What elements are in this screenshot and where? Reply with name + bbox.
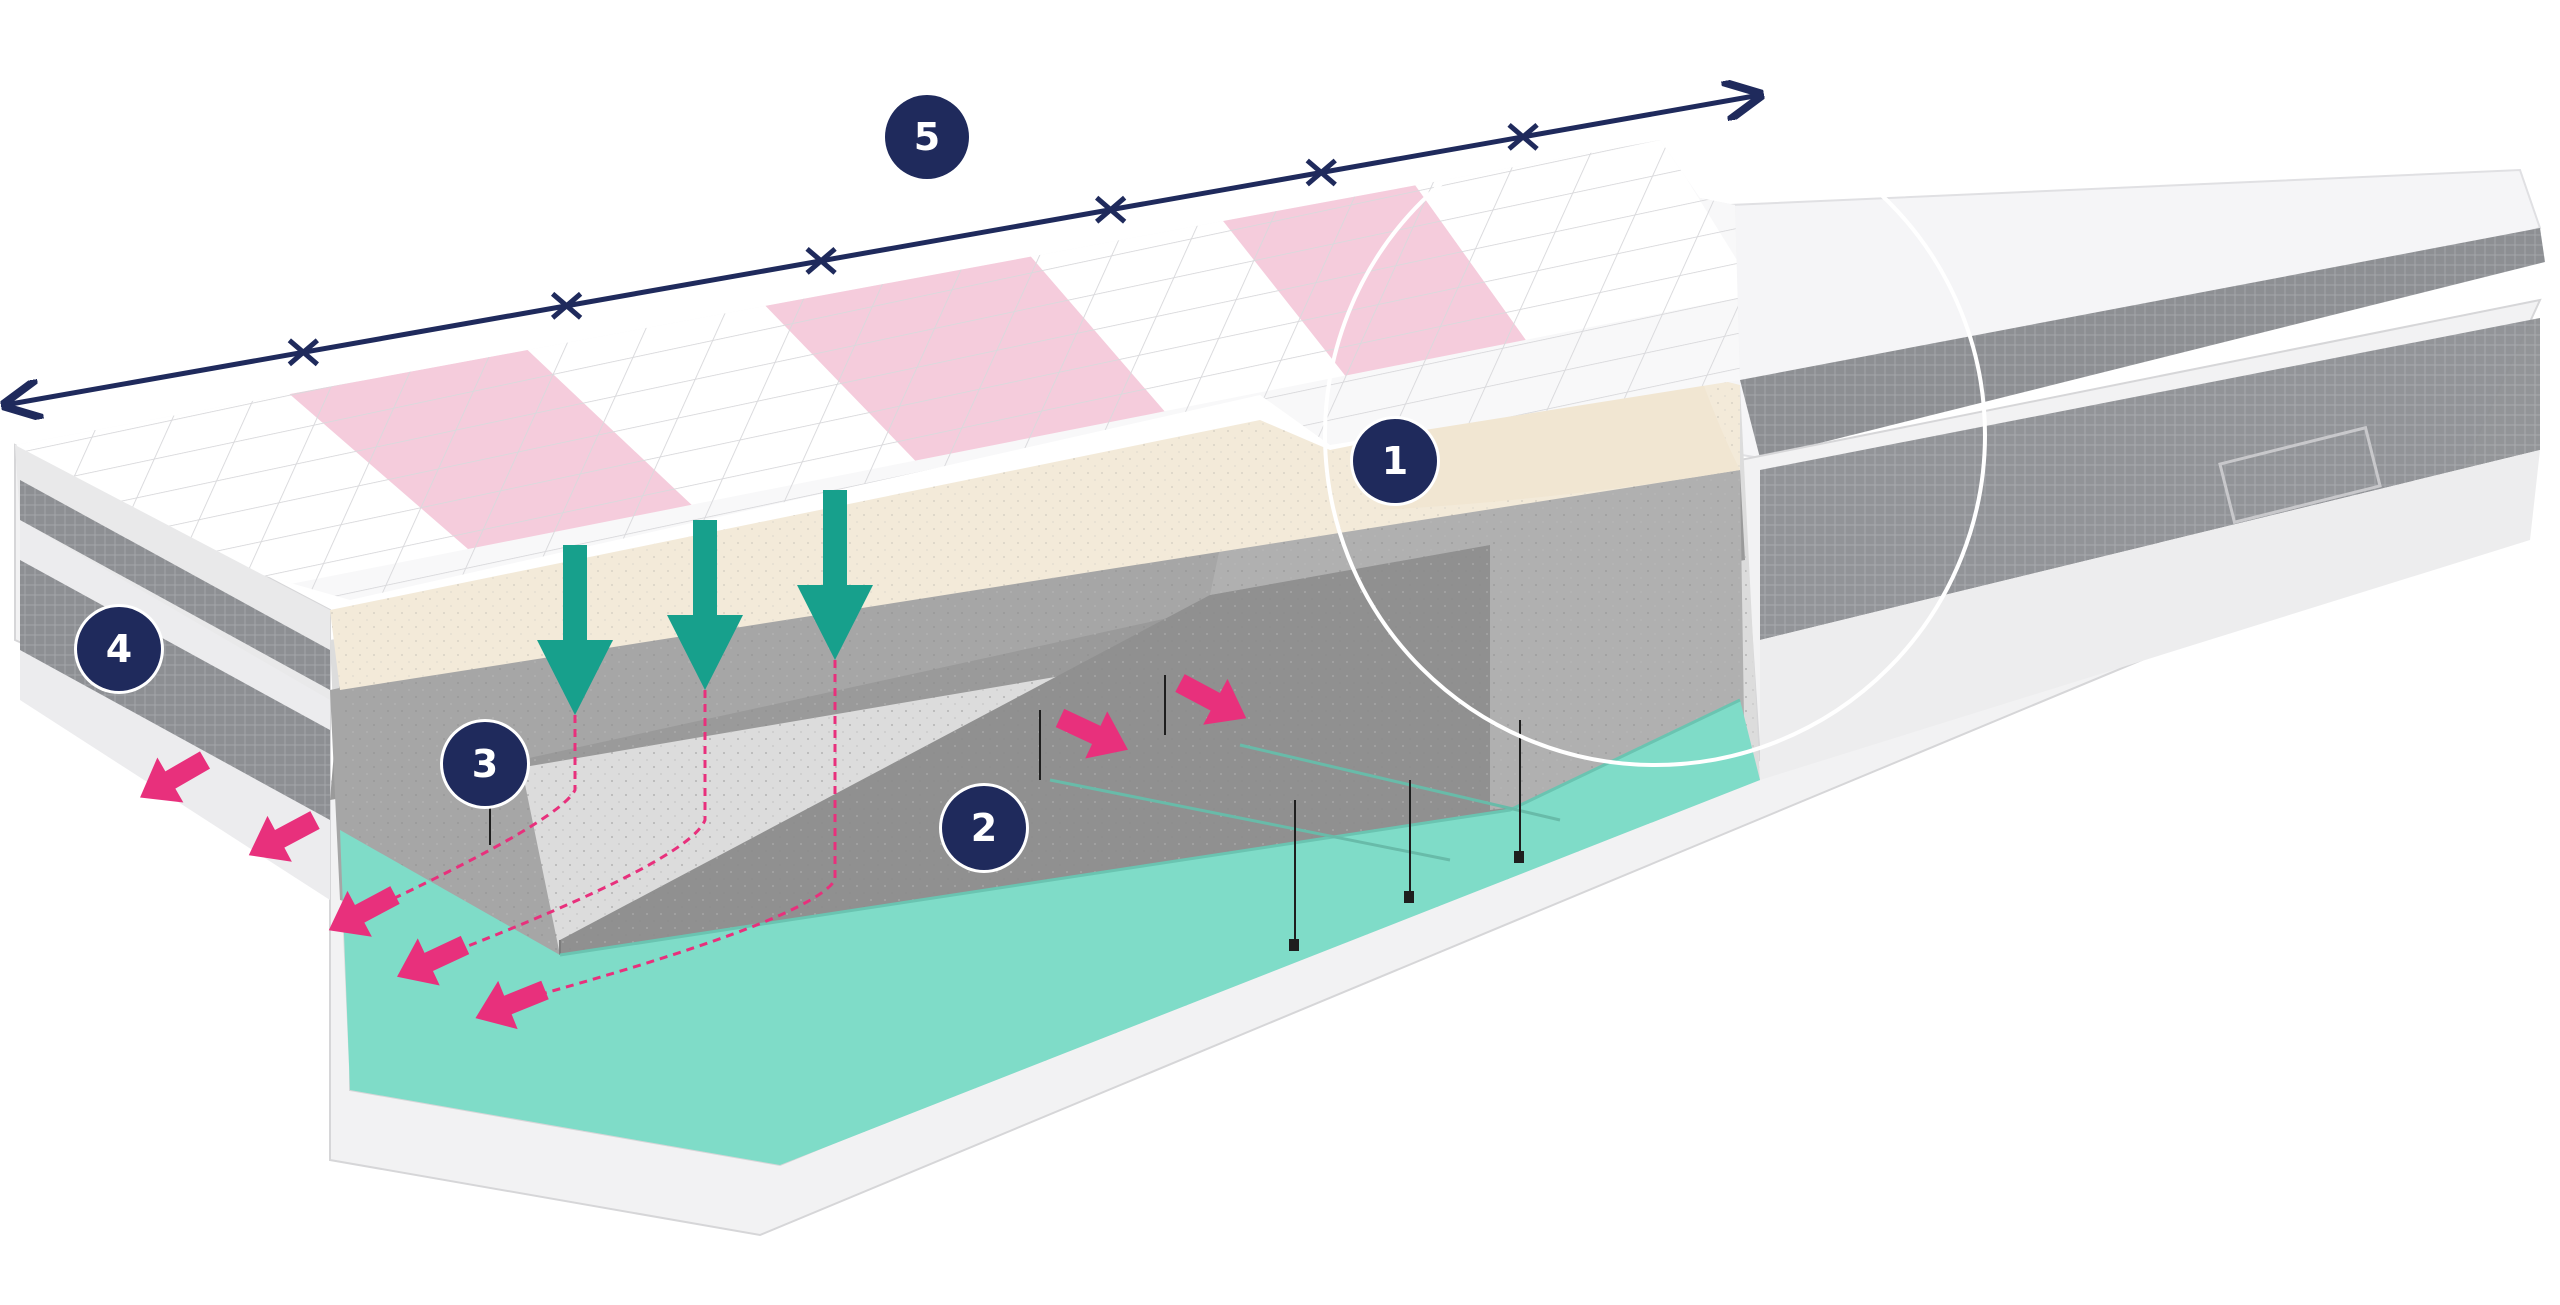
marker-3: 3 <box>443 722 527 806</box>
core-cutaway <box>330 385 1760 1165</box>
zone-divider-3 <box>805 246 837 275</box>
zone-divider-5 <box>1305 158 1337 187</box>
airflow-arrow-1 <box>328 886 400 937</box>
airflow-path-2 <box>444 690 707 957</box>
marker-4: 4 <box>77 607 161 691</box>
zone-divider-2 <box>550 291 583 320</box>
side-vent-arrow-2 <box>248 811 320 862</box>
zone-divider-1 <box>287 338 319 367</box>
airflow-arrow-2 <box>397 935 470 986</box>
pressure-arrow-3 <box>797 490 873 660</box>
zone-divider-4 <box>1095 195 1127 224</box>
pressure-arrow-2 <box>667 520 743 690</box>
pressure-arrows <box>537 490 873 715</box>
marker-5: 5 <box>885 95 969 179</box>
marker-1: 1 <box>1353 419 1437 503</box>
zone-dimension-line <box>5 95 1760 405</box>
marker-2: 2 <box>942 786 1026 870</box>
airflow-arrows <box>140 660 1247 1030</box>
airflow-path-3 <box>519 660 837 1002</box>
dimension-line <box>5 95 1760 405</box>
pressure-arrow-1 <box>537 545 613 715</box>
side-vent-arrow-1 <box>140 751 210 803</box>
carry-handle <box>2218 425 2382 525</box>
core-flow-arrow-1 <box>1055 708 1128 759</box>
core-flow-arrow-2 <box>1175 674 1247 725</box>
zone-divider-6 <box>1507 122 1539 151</box>
airflow-path-1 <box>379 715 577 907</box>
airflow-arrow-3 <box>475 980 549 1030</box>
